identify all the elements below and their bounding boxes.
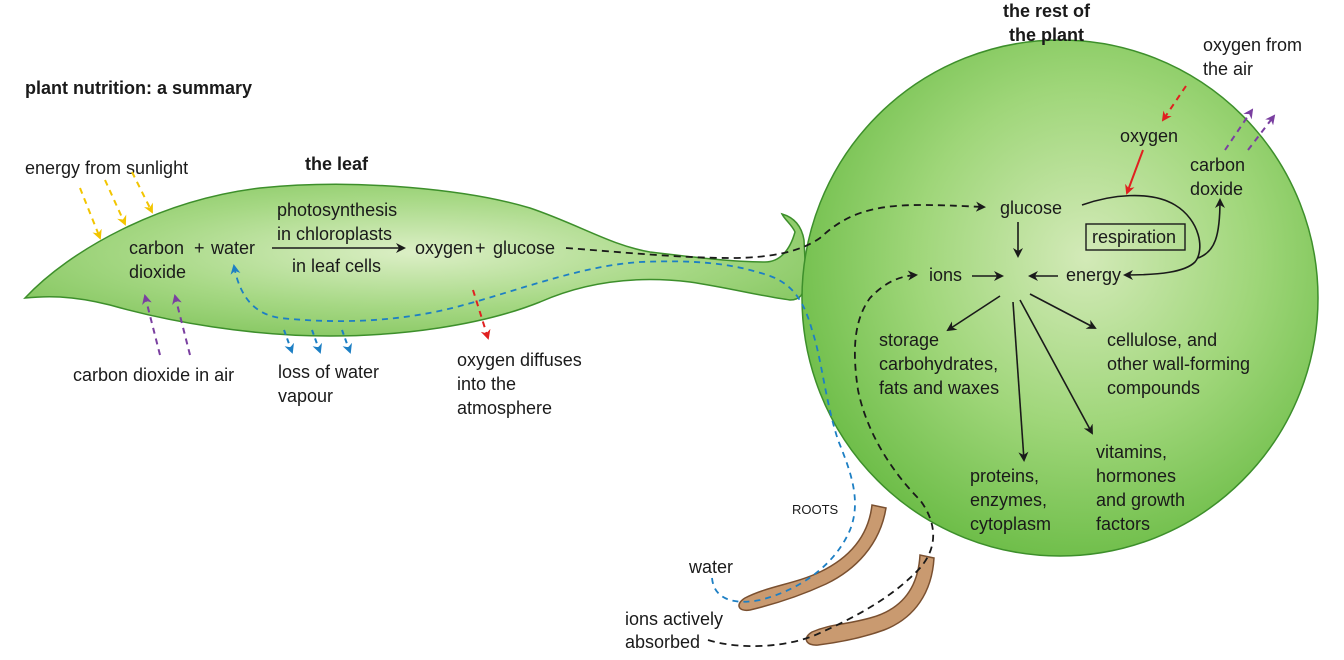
oxygen-to-respiration-arrow (1125, 149, 1144, 195)
water-loss-line2: vapour (278, 386, 333, 406)
oxygen-out-line3: atmosphere (457, 398, 552, 418)
water-vapour-arrows (283, 329, 352, 354)
respiration-box (1085, 223, 1186, 251)
water-loss-line1: loss of water (278, 362, 379, 382)
water-label: water (688, 557, 733, 577)
cellulose-line1: cellulose, and (1107, 330, 1217, 350)
respiration-loop-path (1081, 194, 1201, 280)
product-oxygen: oxygen (415, 238, 473, 258)
product-glucose: glucose (493, 238, 555, 258)
storage-line2: carbohydrates, (879, 354, 998, 374)
ions-transport-path (707, 270, 935, 647)
proteins-line2: enzymes, (970, 490, 1047, 510)
co2-in-air-label: carbon dioxide in air (73, 365, 234, 385)
cellulose-line3: compounds (1107, 378, 1200, 398)
respiration-to-co2-arrow (1197, 198, 1225, 259)
vitamins-line4: factors (1096, 514, 1150, 534)
roots-label: ROOTS (792, 502, 839, 517)
storage-line3: fats and waxes (879, 378, 999, 398)
plus-sign-2: + (475, 238, 486, 258)
co2-out-line2: doxide (1190, 179, 1243, 199)
energy-label: energy (1066, 265, 1121, 285)
root-left (738, 504, 887, 612)
respiration-label: respiration (1092, 227, 1176, 247)
glucose-transport-path (565, 201, 986, 259)
oxygen-out-line2: into the (457, 374, 516, 394)
leaf-shape (23, 183, 807, 337)
oxygen-source-line1: oxygen from (1203, 35, 1302, 55)
product-arrows (946, 293, 1097, 462)
oxygen-in-arrow (1161, 85, 1187, 122)
oxygen-out-arrow (472, 289, 491, 340)
oxygen-label: oxygen (1120, 126, 1178, 146)
vitamins-line1: vitamins, (1096, 442, 1167, 462)
process-chloroplasts: in chloroplasts (277, 224, 392, 244)
ions-absorbed-line1: ions actively (625, 609, 723, 629)
glucose-label: glucose (1000, 198, 1062, 218)
reactant-dioxide: dioxide (129, 262, 186, 282)
vitamins-line3: and growth (1096, 490, 1185, 510)
ions-label: ions (929, 265, 962, 285)
plant-heading-line1: the rest of (1003, 1, 1091, 21)
co2-out-line1: carbon (1190, 155, 1245, 175)
reactant-carbon: carbon (129, 238, 184, 258)
plant-body (801, 39, 1319, 557)
plus-sign: + (194, 238, 205, 258)
sunlight-label: energy from sunlight (25, 158, 188, 178)
process-leaf-cells: in leaf cells (292, 256, 381, 276)
co2-out-arrows (1224, 108, 1276, 151)
proteins-line3: cytoplasm (970, 514, 1051, 534)
proteins-line1: proteins, (970, 466, 1039, 486)
sunlight-arrows (79, 171, 153, 240)
reactant-water: water (210, 238, 255, 258)
root-right (805, 554, 935, 646)
oxygen-source-line2: the air (1203, 59, 1253, 79)
leaf-heading: the leaf (305, 154, 369, 174)
oxygen-out-line1: oxygen diffuses (457, 350, 582, 370)
plant-heading-line2: the plant (1009, 25, 1084, 45)
water-transport-path (230, 260, 856, 603)
vitamins-line2: hormones (1096, 466, 1176, 486)
ions-absorbed-line2: absorbed (625, 632, 700, 652)
storage-line1: storage (879, 330, 939, 350)
cellulose-line2: other wall-forming (1107, 354, 1250, 374)
process-photosynthesis: photosynthesis (277, 200, 397, 220)
diagram-title: plant nutrition: a summary (25, 78, 252, 98)
